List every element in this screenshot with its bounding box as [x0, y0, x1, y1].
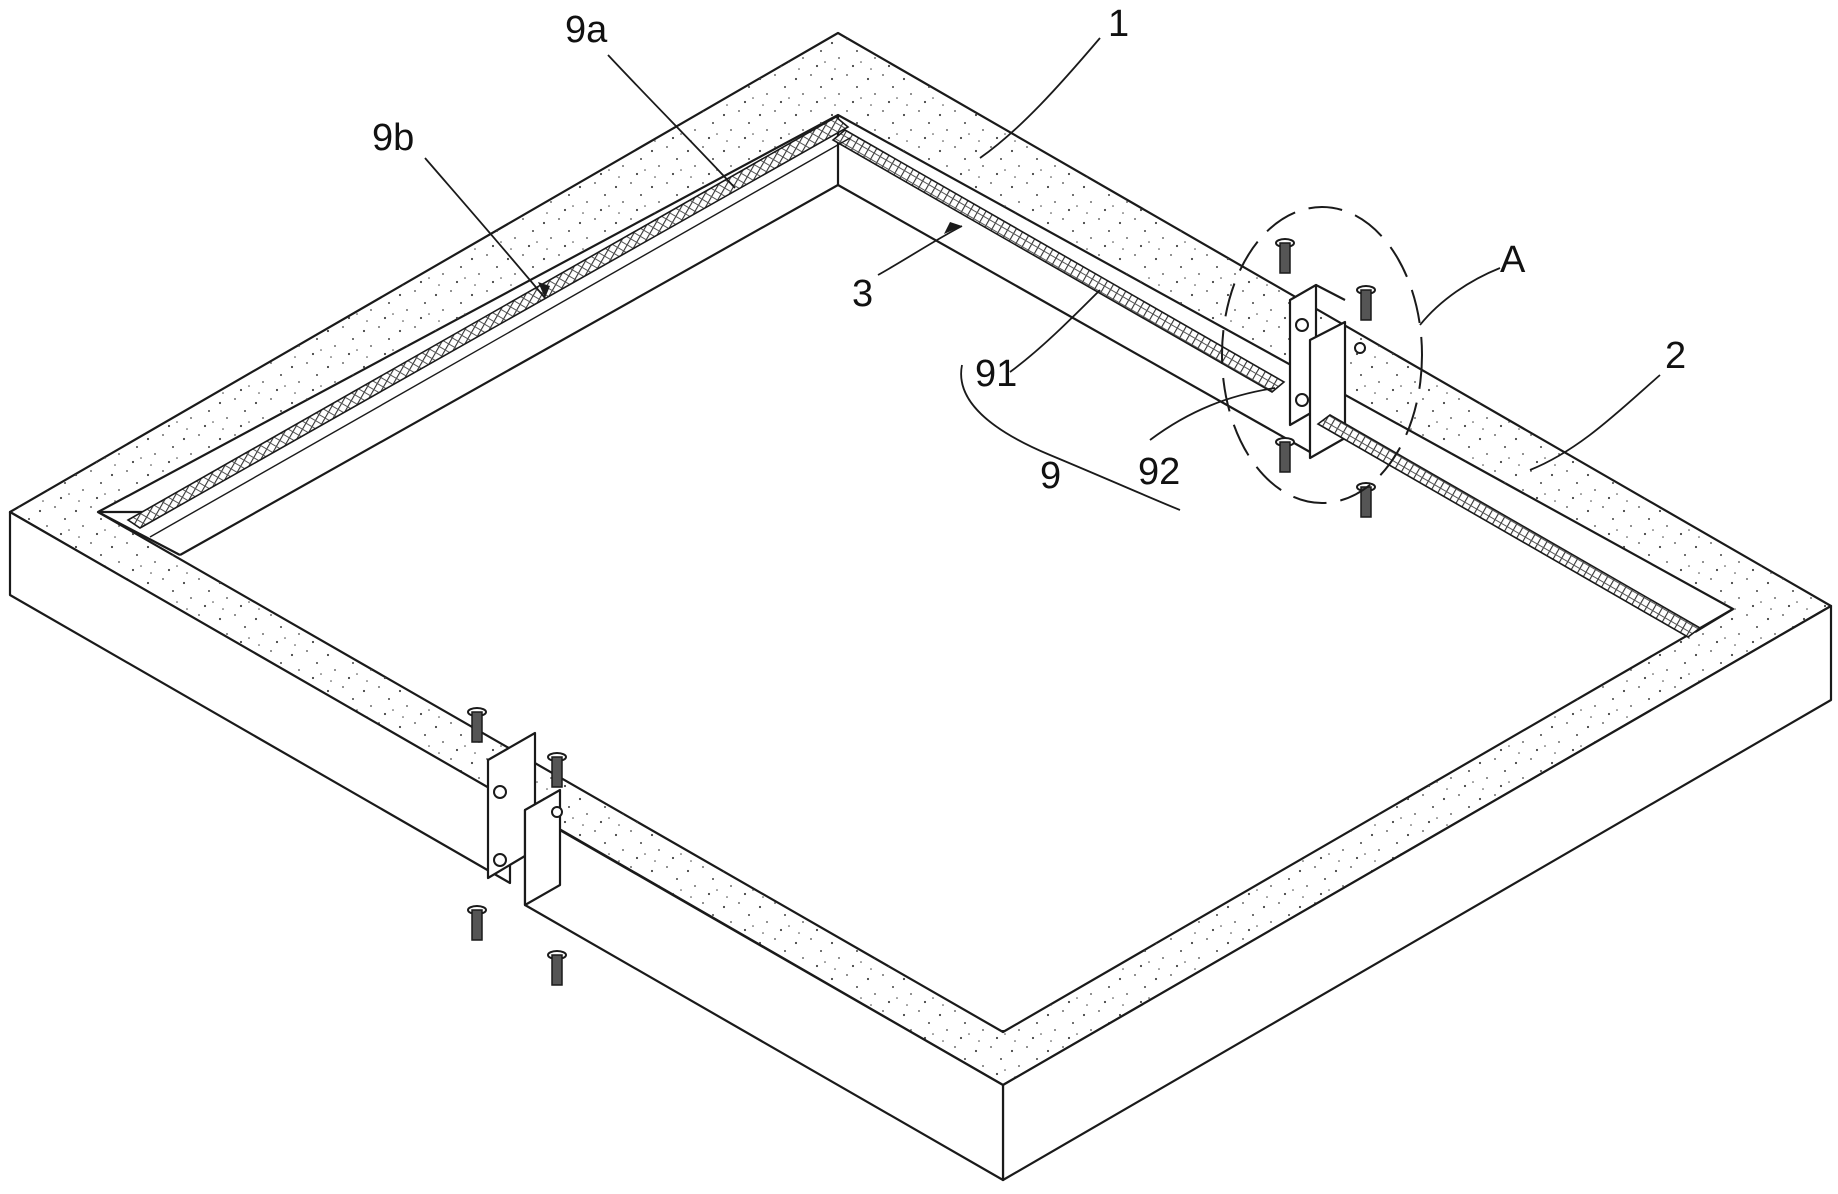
- bolt-icon: [1275, 437, 1295, 473]
- label-a: A: [1500, 239, 1526, 281]
- label-9: 9: [1040, 455, 1061, 497]
- bolts: [467, 238, 1376, 986]
- bolt-hole-icon: [1295, 318, 1309, 332]
- right-joint-block-face: [523, 788, 562, 907]
- bolt-hole-icon: [493, 853, 507, 867]
- frame-structure: [8, 31, 1833, 1182]
- leader-lines: [424, 37, 1661, 511]
- bolt-icon: [547, 752, 567, 788]
- bolt-icon: [547, 950, 567, 986]
- bolt-hole-icon: [1354, 342, 1366, 354]
- reference-labels: 1 9a 9b 3 91 9 92 A 2: [372, 3, 1686, 497]
- label-3: 3: [852, 273, 873, 315]
- rack-strip-lower: [1316, 414, 1702, 638]
- bolt-hole-icon: [493, 785, 507, 799]
- bolt-hole-icon: [1295, 393, 1309, 407]
- label-2: 2: [1665, 335, 1686, 377]
- seal-strip-9a: [126, 116, 850, 529]
- rack-strip: [126, 116, 1702, 638]
- bolt-icon: [1275, 238, 1295, 274]
- label-1: 1: [1108, 3, 1129, 45]
- label-9a: 9a: [565, 9, 608, 51]
- bolt-icon: [467, 707, 487, 743]
- rack-strip-upper: [831, 129, 1286, 393]
- bolt-icon: [1356, 285, 1376, 321]
- label-91: 91: [975, 353, 1017, 395]
- bolt-hole-icon: [551, 806, 563, 818]
- front-left-side-face: [8, 510, 512, 885]
- label-92: 92: [1138, 451, 1180, 493]
- detail-circle-a: [1221, 206, 1423, 504]
- frame-top-speckle: [10, 33, 1831, 1085]
- bolt-icon: [467, 905, 487, 941]
- label-9b: 9b: [372, 117, 414, 159]
